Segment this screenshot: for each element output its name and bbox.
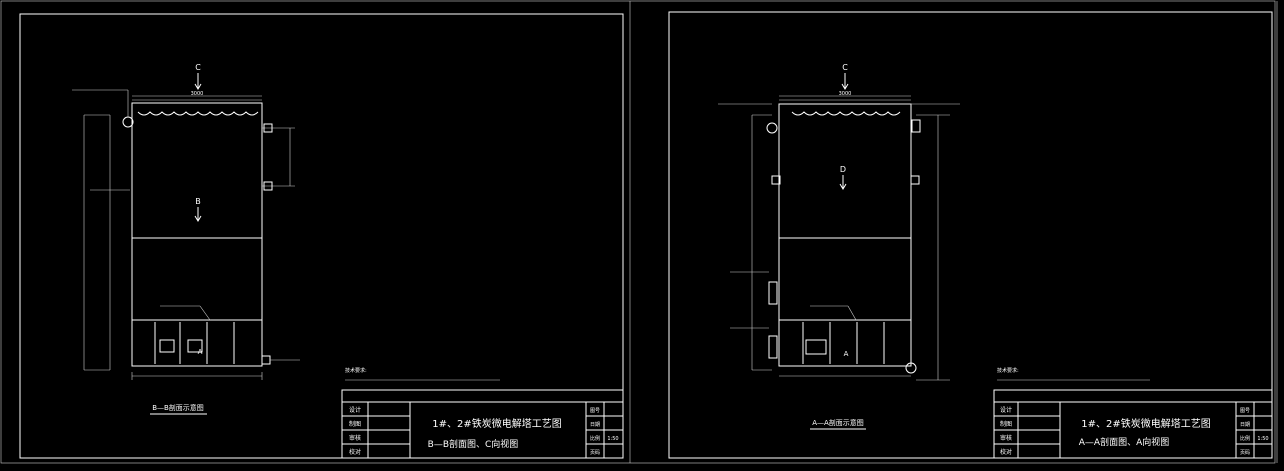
left-title-main: 1#、2#铁炭微电解塔工艺图 (432, 417, 561, 430)
tb-scale: 1:50 (607, 436, 618, 442)
tb-scale: 1:50 (1257, 436, 1268, 442)
left-note-head: 技术要求: (345, 367, 367, 374)
right-letter-d: D (840, 165, 846, 174)
tb-label: 制图 (349, 420, 361, 428)
tb-label: 校对 (349, 448, 361, 456)
tb-right-label: 页码 (1240, 449, 1250, 456)
left-chamber-grid (131, 319, 263, 367)
right-drawing-caption: A—A剖面示意图 (812, 418, 864, 427)
left-drawing-caption: B—B剖面示意图 (152, 403, 204, 412)
tb-right-label: 图号 (590, 408, 600, 414)
left-letter-c: C (195, 63, 201, 72)
right-title-block: 设计 制图 审核 校对 图号 日期 比例 页码 1:50 1#、2#铁炭微电解塔… (993, 389, 1273, 459)
tb-right-label: 页码 (590, 449, 600, 456)
left-dim-top: 3000 (191, 91, 204, 97)
left-tower-body (131, 102, 263, 321)
tb-label: 校对 (1000, 448, 1012, 456)
left-wavy-packing (137, 111, 259, 116)
left-letter-a: A (198, 348, 203, 356)
tb-right-label: 日期 (590, 422, 600, 428)
tb-label: 制图 (1000, 420, 1012, 428)
right-manhole-lower (768, 335, 778, 359)
right-note-head: 技术要求: (997, 367, 1019, 374)
tb-right-label: 比例 (1240, 435, 1250, 442)
tb-label: 审核 (1000, 434, 1012, 442)
right-chamber-grid (778, 319, 912, 367)
right-dim-top: 3000 (839, 91, 852, 97)
tb-label: 设计 (349, 406, 361, 414)
right-nozzle-circle-left (766, 122, 778, 134)
tb-right-label: 图号 (1240, 408, 1250, 414)
right-title-sub: A—A剖面图、A向视图 (1079, 436, 1169, 448)
left-letter-b: B (195, 197, 201, 206)
right-wavy-packing (791, 111, 901, 116)
right-manhole-upper (768, 281, 778, 305)
right-letter-c: C (842, 63, 848, 72)
viewport-frame (0, 0, 1276, 464)
right-sheet: 3000 C D A A—A剖面示意图 技术要求: (668, 11, 1273, 459)
left-sheet: 3000 C B A B—B剖面示意图 技术要求: (19, 13, 624, 459)
left-sheet-border (19, 13, 624, 459)
left-title-block: 设计 制图 审核 校对 图号 日期 比例 页码 1:50 1#、2#铁炭微电解塔… (341, 389, 624, 459)
right-sheet-border (668, 11, 1273, 459)
tb-right-label: 比例 (590, 435, 600, 442)
tb-right-label: 日期 (1240, 422, 1250, 428)
right-title-main: 1#、2#铁炭微电解塔工艺图 (1081, 417, 1210, 430)
tb-label: 审核 (349, 434, 361, 442)
right-letter-a: A (844, 350, 849, 358)
tb-label: 设计 (1000, 406, 1012, 414)
right-tower-body (778, 103, 912, 321)
left-title-sub: B—B剖面图、C向视图 (428, 438, 519, 450)
